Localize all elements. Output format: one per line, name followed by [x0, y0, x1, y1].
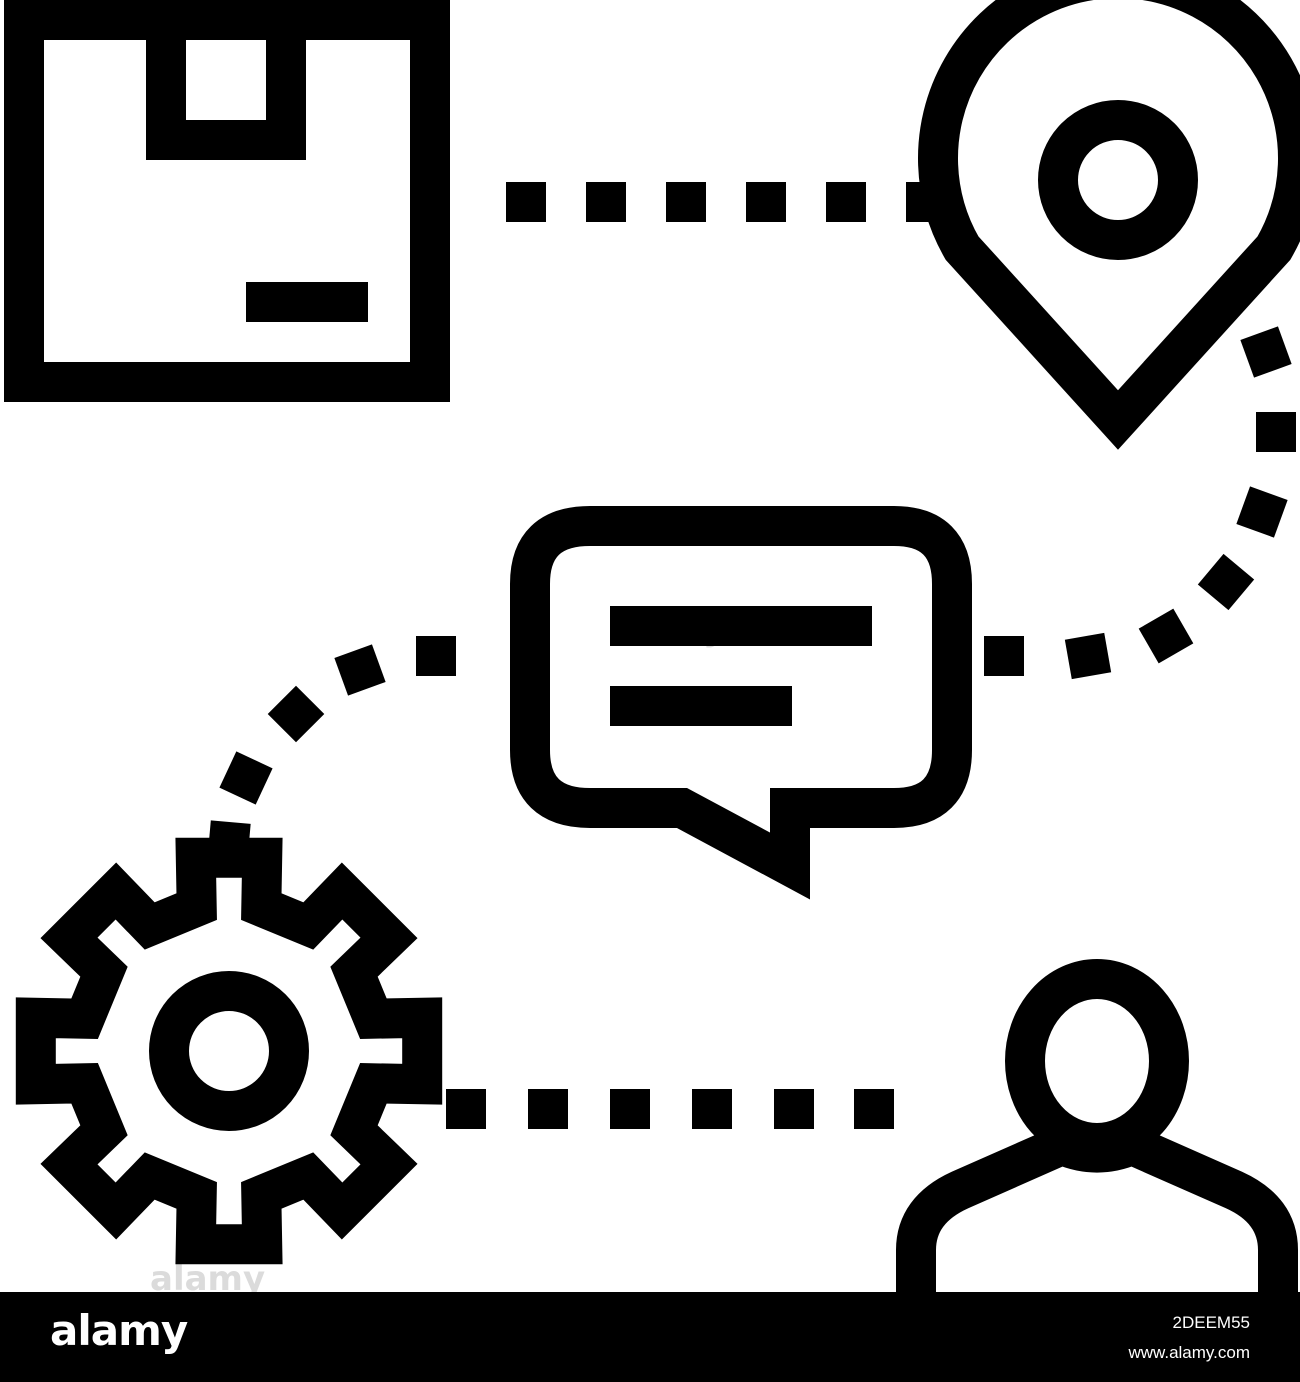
- site-url: www.alamy.com: [1128, 1343, 1250, 1362]
- connector-dash: [854, 1089, 894, 1129]
- connector-dash: [666, 182, 706, 222]
- connector-dash: [984, 636, 1024, 676]
- connector-dash: [610, 1089, 650, 1129]
- connector-dash: [746, 182, 786, 222]
- connector-dash: [906, 182, 946, 222]
- connector-dash: [692, 1089, 732, 1129]
- watermark-text: alamy: [150, 1259, 265, 1292]
- gear-icon: [15, 837, 443, 1265]
- connector-dash: [826, 182, 866, 222]
- connector-dash: [219, 751, 273, 805]
- connector-dash: [1197, 553, 1255, 611]
- brand-logo: alamy: [50, 1306, 188, 1355]
- connector-dash: [1240, 326, 1292, 378]
- connector-dash: [334, 644, 386, 696]
- image-id: 2DEEM55: [1172, 1313, 1250, 1332]
- connector-dash: [586, 182, 626, 222]
- connector-dash: [1064, 632, 1112, 680]
- connector-dash: [416, 636, 456, 676]
- connector-dash: [446, 1089, 486, 1129]
- footer-bar: alamy 2DEEM55 www.alamy.com: [0, 1292, 1300, 1382]
- user-icon: [896, 959, 1298, 1292]
- chat-bubble-icon: [510, 506, 972, 900]
- connector-dash: [1236, 486, 1288, 538]
- connector-dash: [506, 182, 546, 222]
- process-flow-illustration: alamy alamy: [4, 0, 1300, 1292]
- connector-dash: [774, 1089, 814, 1129]
- connector-dash: [1256, 412, 1296, 452]
- footer-meta: 2DEEM55 www.alamy.com: [1128, 1308, 1250, 1368]
- connector-dash: [1138, 608, 1194, 664]
- connector-dash: [528, 1089, 568, 1129]
- package-box-icon: [4, 0, 450, 402]
- connector-dash: [207, 820, 251, 864]
- location-pin-icon: [918, 0, 1300, 450]
- connector-dash: [267, 685, 325, 743]
